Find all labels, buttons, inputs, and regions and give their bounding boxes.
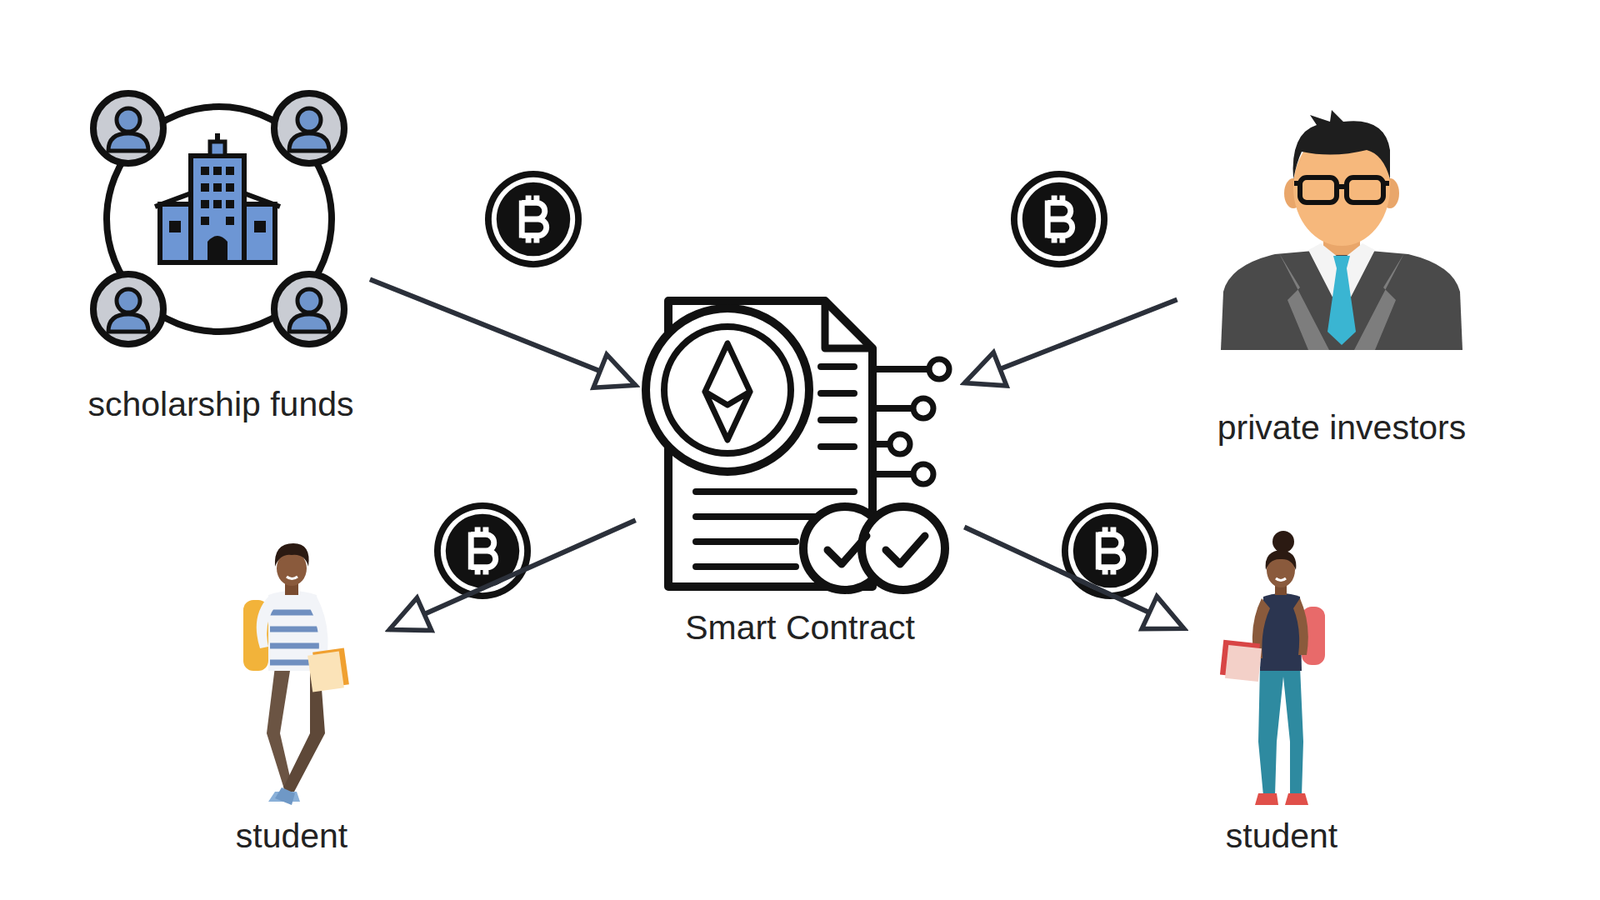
scholarship-icon-part bbox=[210, 141, 225, 156]
smart-contract-icon-part bbox=[913, 398, 934, 419]
student-figure bbox=[243, 543, 350, 805]
smart-contract-icon-part bbox=[929, 359, 950, 380]
smart-contract-icon-part bbox=[885, 535, 925, 565]
smart-contract-icon-part bbox=[645, 308, 810, 472]
scholarship-icon-part bbox=[274, 274, 345, 345]
student-figure-part bbox=[1293, 598, 1309, 655]
student-figure bbox=[1220, 530, 1325, 805]
scholarship-icon-part-part bbox=[200, 200, 210, 209]
scholarship-icon-part bbox=[160, 204, 191, 263]
scholarship-icon-part bbox=[207, 235, 228, 263]
investor-icon-part bbox=[1300, 177, 1337, 203]
scholarship-icon-part bbox=[93, 274, 164, 345]
scholarship-icon-part-part bbox=[254, 220, 266, 233]
investor-icon-part bbox=[1220, 248, 1463, 350]
investor-icon-part bbox=[1293, 110, 1390, 180]
student-figure-part bbox=[1272, 530, 1295, 553]
node-label: student bbox=[232, 815, 352, 857]
student-figure-part bbox=[275, 787, 295, 805]
scholarship-icon-part bbox=[190, 155, 245, 263]
student-figure-part bbox=[266, 666, 294, 792]
node-label: scholarship funds bbox=[84, 384, 357, 425]
investor-icon-part bbox=[1294, 183, 1390, 187]
node-label: Smart Contract bbox=[681, 607, 919, 649]
smart-contract-icon-part bbox=[664, 326, 791, 454]
scholarship-icon-part bbox=[93, 93, 164, 164]
scholarship-icon-part-part bbox=[225, 200, 235, 209]
smart-contract-icon-part bbox=[872, 369, 930, 475]
flow-arrow bbox=[370, 279, 636, 385]
smart-contract-icon-part bbox=[820, 366, 855, 447]
student-figure-part bbox=[1255, 793, 1309, 805]
scholarship-icon-part-part bbox=[225, 183, 235, 192]
smart-contract-icon-part bbox=[861, 506, 945, 590]
smart-contract-icon-part bbox=[705, 343, 750, 440]
student-node: student bbox=[1190, 533, 1374, 857]
student-figure-part bbox=[1225, 645, 1262, 682]
investor-icon-part bbox=[1327, 255, 1356, 345]
investor-icon-part bbox=[1346, 177, 1384, 203]
coin-icons-part bbox=[1010, 170, 1108, 268]
scholarship-icon-part bbox=[215, 133, 220, 144]
student-figure-part bbox=[1265, 550, 1297, 570]
investor-icon bbox=[1220, 110, 1463, 350]
scholarship-icon-part bbox=[274, 93, 345, 164]
scholarship-icon-part-part bbox=[225, 166, 235, 175]
smart-contract-icon-part bbox=[890, 434, 910, 455]
investor-node: private investors bbox=[1183, 108, 1500, 449]
coin-icons-part bbox=[1061, 502, 1159, 600]
student-node: student bbox=[200, 533, 384, 857]
student-figure-part bbox=[1258, 666, 1304, 796]
smart-contract-icon-part bbox=[827, 535, 867, 565]
flow-arrow bbox=[389, 520, 635, 630]
scholarship-icon-part-part bbox=[213, 183, 222, 192]
student-figure-part bbox=[307, 651, 345, 693]
scholarship-icon-part-part bbox=[200, 166, 210, 175]
smart-contract-icon-part bbox=[825, 300, 873, 349]
student-figure-part bbox=[1275, 578, 1286, 581]
student-figure-part bbox=[256, 596, 275, 649]
node-label: private investors bbox=[1214, 407, 1470, 449]
scholarship-icon-part-part bbox=[200, 183, 210, 192]
smart-contract-node: Smart Contract bbox=[641, 291, 959, 649]
scholarship-icon-part-part bbox=[213, 166, 222, 175]
scholarship-icon-part bbox=[244, 204, 275, 263]
student-figure-part bbox=[286, 576, 298, 580]
smart-contract-icon bbox=[645, 300, 950, 590]
coin-icons-part bbox=[434, 502, 531, 600]
smart-contract-icon-part bbox=[913, 464, 934, 485]
node-label: student bbox=[1222, 815, 1342, 857]
scholarship-icon-part-part bbox=[200, 216, 210, 225]
scholarship-icon-part bbox=[169, 166, 266, 233]
scholarship-icon-part-part bbox=[225, 216, 235, 225]
student-figure-part bbox=[310, 596, 329, 659]
coin-icons-part bbox=[485, 170, 582, 268]
flow-arrow bbox=[964, 526, 1184, 629]
flow-arrow bbox=[964, 299, 1177, 383]
scholarship-icon-part-part bbox=[213, 200, 222, 209]
scholarship-node: scholarship funds bbox=[77, 83, 364, 425]
scholarship-icon-part-part bbox=[169, 220, 181, 233]
student-figure-part bbox=[275, 543, 310, 567]
scholarship-icon bbox=[93, 93, 345, 345]
coin-icons bbox=[434, 170, 1159, 600]
